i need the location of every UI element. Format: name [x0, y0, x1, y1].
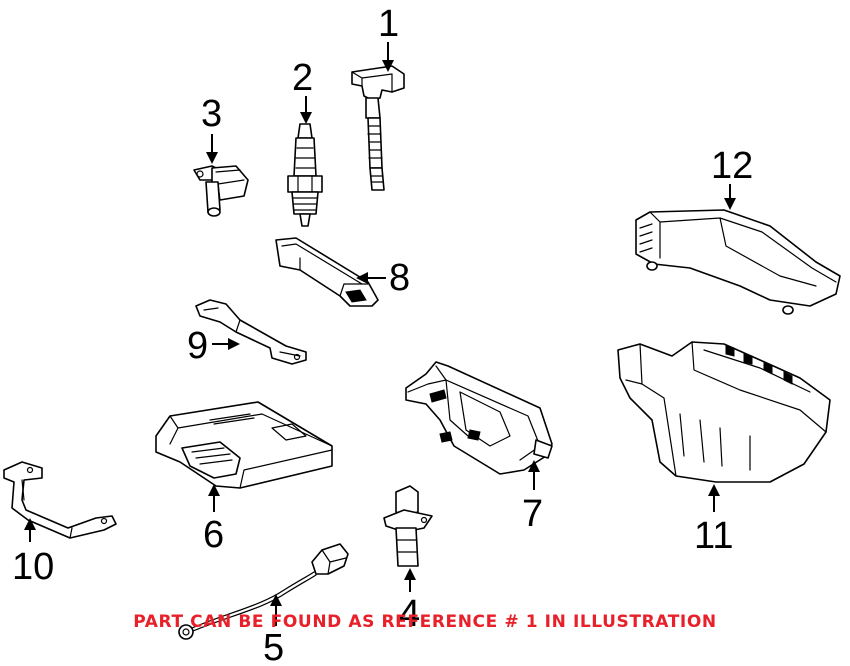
part-11-box	[617, 341, 831, 483]
callout-6-label: 6	[203, 514, 224, 556]
callout-11-label: 11	[694, 515, 733, 557]
part-3-camshaft-sensor	[193, 165, 249, 217]
callout-6: 6	[203, 484, 224, 556]
part-9-bracket	[195, 299, 307, 365]
part-1-ignition-coil	[351, 65, 405, 191]
callout-8-label: 8	[389, 257, 410, 299]
callout-1-label: 1	[378, 3, 399, 45]
part-2-spark-plug	[287, 123, 323, 227]
callout-10: 10	[12, 518, 54, 588]
reference-note: PART CAN BE FOUND AS REFERENCE # 1 IN IL…	[133, 612, 717, 632]
callout-10-label: 10	[12, 546, 54, 588]
part-10-bracket	[3, 461, 117, 539]
part-5-knock-sensor	[178, 543, 349, 640]
callout-5-label: 5	[263, 627, 284, 666]
callout-9-label: 9	[187, 325, 208, 367]
part-12-box-cover	[635, 209, 841, 315]
part-6-ecm	[155, 401, 333, 489]
callout-9: 9	[187, 325, 240, 367]
callout-1: 1	[378, 3, 399, 72]
callout-4: 4	[399, 568, 420, 635]
callout-2-label: 2	[292, 57, 313, 99]
callout-2: 2	[292, 57, 313, 124]
part-7-ecm-bracket	[405, 361, 553, 475]
callout-4-label: 4	[399, 593, 420, 635]
callout-3-label: 3	[201, 93, 222, 135]
callout-7-label: 7	[522, 493, 543, 535]
callout-8: 8	[356, 257, 410, 299]
part-4-crank-sensor	[383, 485, 433, 567]
callout-3: 3	[201, 93, 222, 164]
callout-5: 5	[263, 594, 284, 666]
part-8-bracket	[275, 237, 379, 307]
callout-11: 11	[694, 484, 733, 557]
callout-12: 12	[711, 145, 753, 210]
callout-7: 7	[522, 460, 543, 535]
callout-12-label: 12	[711, 145, 753, 187]
